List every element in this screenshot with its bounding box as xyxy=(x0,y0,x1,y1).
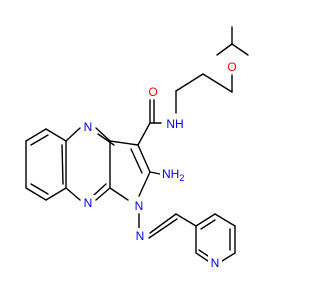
bond xyxy=(137,122,151,146)
bond xyxy=(198,249,209,257)
bond xyxy=(214,213,236,227)
atom-label-n-pyridine: N xyxy=(211,256,220,270)
bond xyxy=(30,134,49,146)
bond xyxy=(175,213,197,227)
atom-label-nh-amide: NH xyxy=(166,117,183,131)
bond xyxy=(202,73,233,93)
bond xyxy=(195,213,216,227)
bond xyxy=(65,127,81,142)
bond xyxy=(175,73,204,92)
bond xyxy=(25,128,47,142)
bond xyxy=(95,127,111,142)
atom-label-layer: O NH O N NH2 N N N N xyxy=(82,59,239,270)
bond xyxy=(93,183,107,196)
bond xyxy=(95,187,111,201)
atom-label-o-ether: O xyxy=(227,60,236,74)
bond xyxy=(65,187,81,201)
bond xyxy=(200,219,216,230)
bond xyxy=(45,128,67,142)
bond xyxy=(148,218,178,239)
bond xyxy=(25,187,47,201)
bond xyxy=(109,140,139,146)
bond xyxy=(61,144,64,185)
atom-label-n-pyrrole: N xyxy=(135,199,144,213)
bond xyxy=(137,144,151,173)
atom-label-n4: N xyxy=(84,120,93,134)
bond xyxy=(97,133,115,146)
bond xyxy=(130,148,143,174)
atom-label-n-hydrazone: N xyxy=(136,229,145,243)
bond xyxy=(216,43,233,56)
atom-label-n9: N xyxy=(84,196,93,210)
chemical-structure-diagram: O NH O N NH2 N N N N xyxy=(25,26,249,270)
bond xyxy=(45,187,67,201)
bond xyxy=(138,171,151,197)
atom-label-o-carbonyl: O xyxy=(148,85,157,99)
bond xyxy=(149,213,177,234)
bond xyxy=(109,187,129,201)
atom-label-n-amino: NH2 xyxy=(162,167,184,183)
bond xyxy=(221,252,236,262)
bond xyxy=(30,183,49,195)
bond xyxy=(149,171,161,175)
bond xyxy=(195,252,209,262)
bond xyxy=(231,43,249,56)
bond-layer xyxy=(25,26,249,262)
